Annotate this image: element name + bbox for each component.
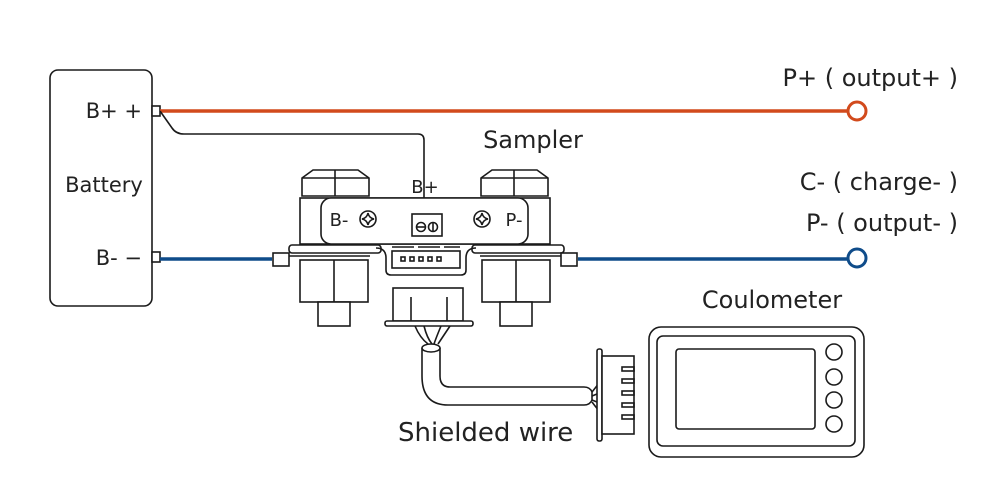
b-plus-sense-wire [159,110,425,222]
right-washer [471,244,565,254]
battery-label: Battery [65,173,143,197]
b-minus-screw-icon [359,210,377,228]
p-minus-screw-icon [473,210,491,228]
right-wire-lug [560,252,578,267]
coulometer-button-4[interactable] [825,415,843,433]
p-minus-output-label: P- ( output- ) [806,209,958,237]
left-wire-lug [272,252,290,267]
coulometer-title: Coulometer [702,286,842,314]
sampler-b-minus-label: B- [330,210,349,231]
c-minus-charge-label: C- ( charge- ) [800,168,958,196]
shielded-wire: Shielded wire [398,343,603,448]
coulometer-display [675,348,816,430]
coulometer-button-1[interactable] [825,343,843,361]
coulometer: Coulometer [648,286,865,458]
battery: Battery B+ + B- − [49,69,161,307]
battery-negative-terminal-label: B- − [96,246,142,270]
battery-negative-terminal[interactable] [151,251,161,263]
connector-housing [375,247,477,276]
sampler: Sampler B+ B- P- [272,126,583,327]
p-minus-output-terminal[interactable] [846,247,868,269]
cable-end [421,343,441,353]
coulometer-plug [596,348,635,442]
sampler-plug [384,287,474,345]
connector-pins [400,256,442,262]
p-plus-output-label: P+ ( output+ ) [783,64,958,92]
left-bolt-end [317,301,351,327]
coulometer-button-2[interactable] [825,368,843,386]
plug-housing [392,287,464,322]
battery-positive-terminal-label: B+ + [86,99,142,123]
battery-positive-terminal[interactable] [151,105,161,117]
connector-socket[interactable] [391,250,461,269]
left-washer [288,244,382,254]
sampler-p-minus-label: P- [506,210,523,231]
coulometer-button-3[interactable] [825,391,843,409]
plug-flange [384,320,474,327]
sampler-b-plus-label: B+ [411,177,438,198]
p-plus-output-terminal[interactable] [846,100,868,122]
right-bolt-end [499,301,533,327]
sampler-title: Sampler [483,126,583,154]
shielded-wire-label: Shielded wire [398,418,573,448]
battery-body [49,69,153,307]
